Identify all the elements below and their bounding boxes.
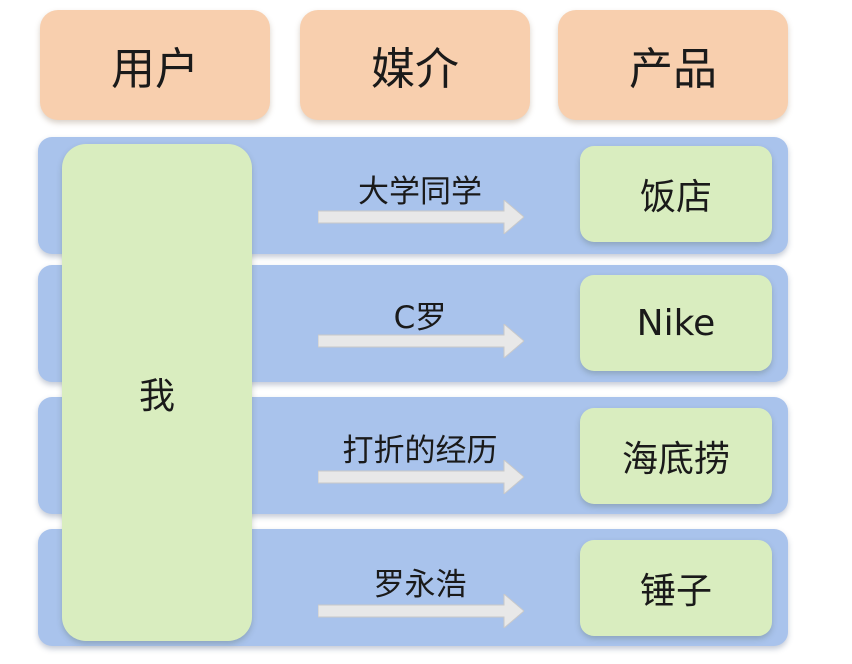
- media-label-1: 大学同学: [358, 174, 482, 210]
- product-box-1: 饭店: [580, 146, 772, 242]
- arrow-right-icon: [318, 594, 524, 628]
- arrow-right-icon: [318, 200, 524, 234]
- header-user: 用户: [40, 10, 270, 120]
- arrow-2: [318, 324, 524, 358]
- arrow-4: [318, 594, 524, 628]
- arrow-1: [318, 200, 524, 234]
- media-label-4: 罗永浩: [373, 567, 467, 603]
- media-label-2: C罗: [393, 300, 447, 336]
- header-product: 产品: [558, 10, 788, 120]
- product-box-2: Nike: [580, 275, 772, 371]
- user-box: 我: [62, 144, 252, 641]
- arrow-3: [318, 460, 524, 494]
- arrow-right-icon: [318, 324, 524, 358]
- header-media: 媒介: [300, 10, 530, 120]
- arrow-right-icon: [318, 460, 524, 494]
- product-box-4: 锤子: [580, 540, 772, 636]
- product-box-3: 海底捞: [580, 408, 772, 504]
- media-label-3: 打折的经历: [342, 433, 498, 469]
